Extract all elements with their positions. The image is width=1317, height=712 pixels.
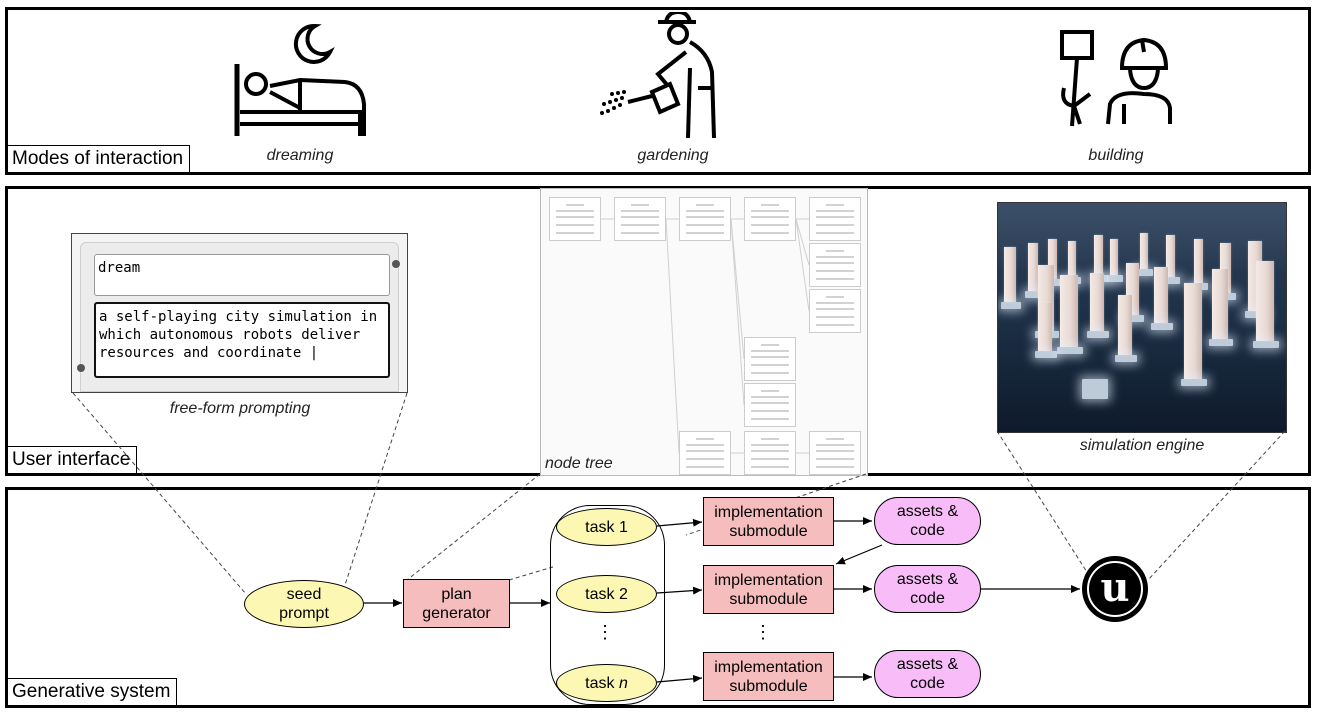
tree-node[interactable] — [809, 289, 861, 333]
seed-prompt-node: seed prompt — [244, 580, 364, 628]
prompt-body-input[interactable]: a self-playing city simulation in which … — [94, 302, 390, 378]
tree-node[interactable] — [809, 243, 861, 287]
mode-caption-gardening: gardening — [637, 147, 709, 164]
tree-node[interactable] — [744, 383, 796, 427]
sim-pad — [1123, 315, 1144, 322]
sim-tower — [1048, 239, 1057, 279]
sim-pad — [1107, 275, 1123, 282]
mode-caption-dreaming: dreaming — [266, 147, 334, 164]
sim-tower — [1154, 267, 1168, 323]
sim-pad — [1115, 355, 1137, 362]
sim-tower — [1038, 303, 1052, 351]
task-ellipsis: ⋮ — [596, 622, 614, 642]
unreal-engine-icon: u — [1082, 556, 1148, 622]
assets-code-1: assets & code — [874, 497, 981, 545]
tree-node[interactable] — [744, 337, 796, 381]
sim-tower — [1118, 295, 1132, 355]
task-1-node: task 1 — [556, 508, 657, 546]
tree-node[interactable] — [679, 197, 731, 241]
tree-link — [795, 218, 810, 266]
sim-tower — [1166, 235, 1175, 277]
tree-node[interactable] — [744, 431, 796, 475]
implementation-submodule-n: implementation submodule — [703, 652, 834, 701]
tree-node[interactable] — [679, 431, 731, 475]
tree-links — [601, 218, 810, 454]
sim-tower — [1094, 235, 1103, 275]
sim-pad — [1151, 323, 1173, 330]
sim-pad — [1087, 331, 1109, 338]
modes-panel-label: Modes of interaction — [8, 145, 191, 172]
sim-pad — [1163, 277, 1180, 284]
sim-tower — [1060, 275, 1078, 347]
resize-handle-left[interactable] — [77, 364, 85, 372]
task-n-node: task n — [556, 664, 657, 702]
simulation-render — [997, 202, 1287, 433]
sim-tower — [1004, 247, 1016, 302]
sim-tower — [1256, 261, 1274, 341]
implementation-submodule-1: implementation submodule — [703, 497, 834, 546]
tree-node[interactable] — [809, 431, 861, 475]
task-n-label: task — [585, 674, 615, 692]
worker-hammer-icon — [1060, 30, 1172, 127]
sim-pad — [1082, 379, 1108, 399]
tree-node[interactable] — [744, 197, 796, 241]
implementation-submodule-2: implementation submodule — [703, 565, 834, 614]
plan-generator-node: plan generator — [403, 579, 510, 628]
implementation-ellipsis: ⋮ — [754, 622, 772, 642]
tree-link — [665, 218, 680, 454]
tree-link — [730, 218, 745, 360]
task-group — [550, 505, 665, 705]
sim-pad — [1057, 347, 1083, 354]
assets-code-2: assets & code — [874, 565, 981, 613]
tree-caption: node tree — [545, 455, 613, 472]
sim-tower — [1028, 243, 1038, 291]
sim-pad — [1001, 302, 1021, 309]
sim-tower — [1068, 241, 1076, 277]
sim-tower — [1184, 283, 1202, 379]
task-n-variable: n — [618, 674, 628, 692]
tree-node[interactable] — [809, 197, 861, 241]
prompt-caption: free-form prompting — [169, 400, 311, 417]
prompt-title-input[interactable]: dream — [94, 254, 390, 296]
prompt-window: dream a self-playing city simulation in … — [71, 233, 408, 393]
sim-tower — [1194, 239, 1203, 283]
assets-code-n: assets & code — [874, 650, 981, 698]
resize-handle-right[interactable] — [392, 260, 400, 268]
sim-pad — [1035, 351, 1057, 358]
sim-pad — [1253, 341, 1279, 348]
mode-caption-building: building — [1088, 147, 1144, 164]
tree-link — [795, 218, 810, 312]
sim-tower — [1090, 273, 1104, 331]
ui-panel-label: User interface — [8, 446, 138, 473]
sim-pad — [1209, 339, 1233, 346]
node-tree-view[interactable] — [540, 188, 868, 476]
sim-tower — [1220, 243, 1231, 293]
sim-pad — [1181, 379, 1207, 386]
generative-panel-label: Generative system — [8, 678, 178, 705]
sim-caption: simulation engine — [1079, 437, 1205, 454]
sim-tower — [1110, 239, 1118, 275]
sim-pad — [1025, 291, 1043, 298]
bed-moon-icon — [234, 23, 366, 136]
tree-node[interactable] — [549, 197, 601, 241]
tree-node[interactable] — [614, 197, 666, 241]
sim-pad — [1137, 269, 1153, 276]
gardener-watering-icon — [600, 12, 716, 139]
tree-link — [730, 218, 745, 406]
sim-tower — [1212, 269, 1228, 339]
task-2-node: task 2 — [556, 575, 657, 613]
sim-tower — [1140, 233, 1148, 269]
